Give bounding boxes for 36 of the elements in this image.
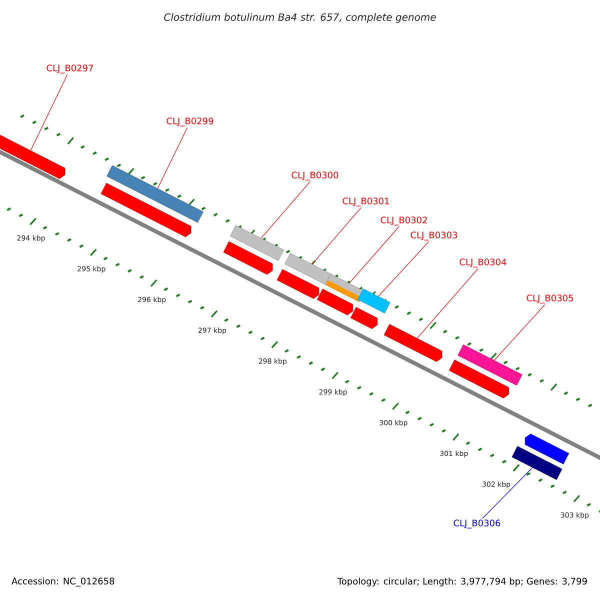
gene-block xyxy=(276,269,320,299)
gene-block xyxy=(223,241,273,275)
gene-label: CLJ_B0297 xyxy=(46,64,93,74)
gene-label: CLJ_B0303 xyxy=(410,232,458,240)
leader-line xyxy=(157,127,188,189)
gene-label: CLJ_B0301 xyxy=(342,198,389,206)
leader-line xyxy=(30,74,68,151)
leader-line xyxy=(312,207,362,264)
footer-text: Accession: NC_012658 xyxy=(12,578,114,586)
gene-bar xyxy=(512,446,562,480)
leader-line xyxy=(260,181,310,238)
gene-block xyxy=(100,182,192,238)
gene-block xyxy=(0,133,66,179)
gene-label: CLJ_B0305 xyxy=(526,294,573,304)
gene-bar xyxy=(230,225,284,261)
gene-label: CLJ_B0304 xyxy=(460,258,506,268)
gene-block xyxy=(350,307,378,329)
gene-label: CLJ_B0300 xyxy=(292,172,338,180)
gene-bar xyxy=(106,165,204,223)
gene-label: CLJ_B0302 xyxy=(380,216,427,226)
gene-block xyxy=(524,434,570,464)
leader-line xyxy=(416,268,478,338)
leader-line xyxy=(378,241,430,297)
gene-label: CLJ_B0299 xyxy=(166,118,214,126)
gene-bar xyxy=(358,288,390,314)
footer-text: Topology: circular; Length: 3,977,794 bp; Genes: 3,799 xyxy=(337,578,587,586)
leader-line xyxy=(348,226,400,284)
leader-line xyxy=(494,304,546,361)
gene-block xyxy=(384,324,442,362)
leader-line xyxy=(482,467,533,519)
title: Clostridium botulinum Ba4 str. 657, complete genome xyxy=(164,13,436,23)
gene-block xyxy=(448,360,510,398)
gene-label: CLJ_B0306 xyxy=(454,520,500,528)
gene-bar xyxy=(458,344,522,386)
gene-block xyxy=(317,288,354,316)
gene-bar xyxy=(284,253,332,285)
